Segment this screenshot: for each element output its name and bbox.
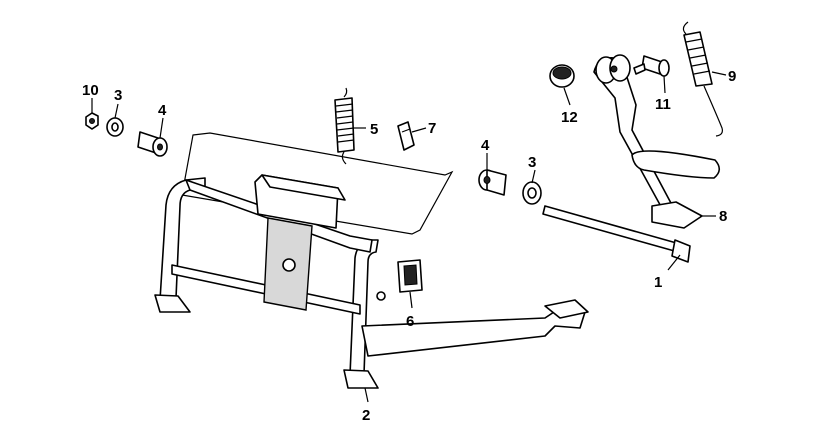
side-stand [593, 54, 721, 229]
main-stand [154, 132, 589, 389]
leader-lines [91, 71, 727, 403]
callout-9: 9 [728, 68, 736, 85]
callout-5: 5 [370, 121, 378, 138]
lock-nut [549, 64, 575, 88]
callout-3-right: 3 [528, 154, 536, 171]
callout-3-left: 3 [114, 87, 122, 104]
return-spring [334, 87, 355, 165]
callout-6: 6 [406, 313, 414, 330]
callout-7: 7 [428, 120, 436, 137]
mounting-bracket [397, 259, 423, 293]
callout-1: 1 [654, 274, 662, 291]
callout-4-left: 4 [158, 102, 167, 119]
pivot-bolt [542, 205, 691, 263]
washer [522, 181, 542, 205]
callout-8: 8 [719, 208, 727, 225]
stand-bolt [633, 55, 670, 77]
bushing [137, 131, 168, 157]
nut [85, 112, 99, 130]
side-stand-spring [682, 21, 723, 137]
callout-2: 2 [362, 407, 370, 424]
callout-12: 12 [561, 109, 578, 126]
callout-4-right: 4 [481, 137, 490, 154]
bushing [478, 169, 507, 196]
spring-clip [397, 121, 415, 151]
callout-10: 10 [82, 82, 99, 99]
callout-labels: 1 2 3 3 4 4 5 6 7 8 9 10 11 12 [82, 68, 736, 424]
washer [106, 117, 124, 137]
callout-11: 11 [655, 96, 671, 113]
